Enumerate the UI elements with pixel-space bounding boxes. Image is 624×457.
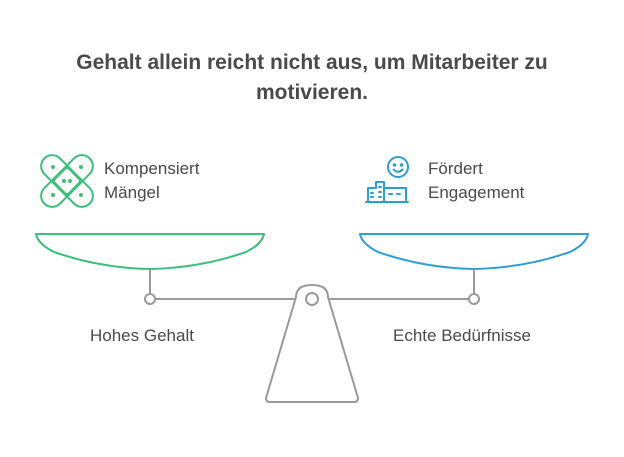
right-pan (359, 233, 589, 270)
diagram-title: Gehalt allein reicht nicht aus, um Mitar… (30, 48, 594, 108)
right-feature-text: Fördert Engagement (428, 157, 524, 205)
right-joint (468, 293, 480, 305)
fulcrum-pivot (305, 292, 319, 306)
bandage-icon (40, 154, 94, 208)
fulcrum-stand (265, 284, 359, 403)
right-pan-label: Echte Bedürfnisse (393, 326, 531, 345)
left-feature-line-2: Mängel (104, 183, 160, 202)
left-pan-label: Hohes Gehalt (90, 326, 194, 345)
happy-building-icon (365, 156, 409, 203)
left-feature-text: Kompensiert Mängel (104, 157, 199, 205)
title-line-2: motivieren. (255, 81, 369, 104)
left-feature-line-1: Kompensiert (104, 159, 200, 178)
left-pan (35, 233, 265, 270)
title-line-1: Gehalt allein reicht nicht aus, um Mitar… (76, 51, 548, 74)
left-joint (144, 293, 156, 305)
right-feature-line-2: Engagement (428, 183, 525, 202)
right-feature-line-1: Fördert (428, 159, 483, 178)
